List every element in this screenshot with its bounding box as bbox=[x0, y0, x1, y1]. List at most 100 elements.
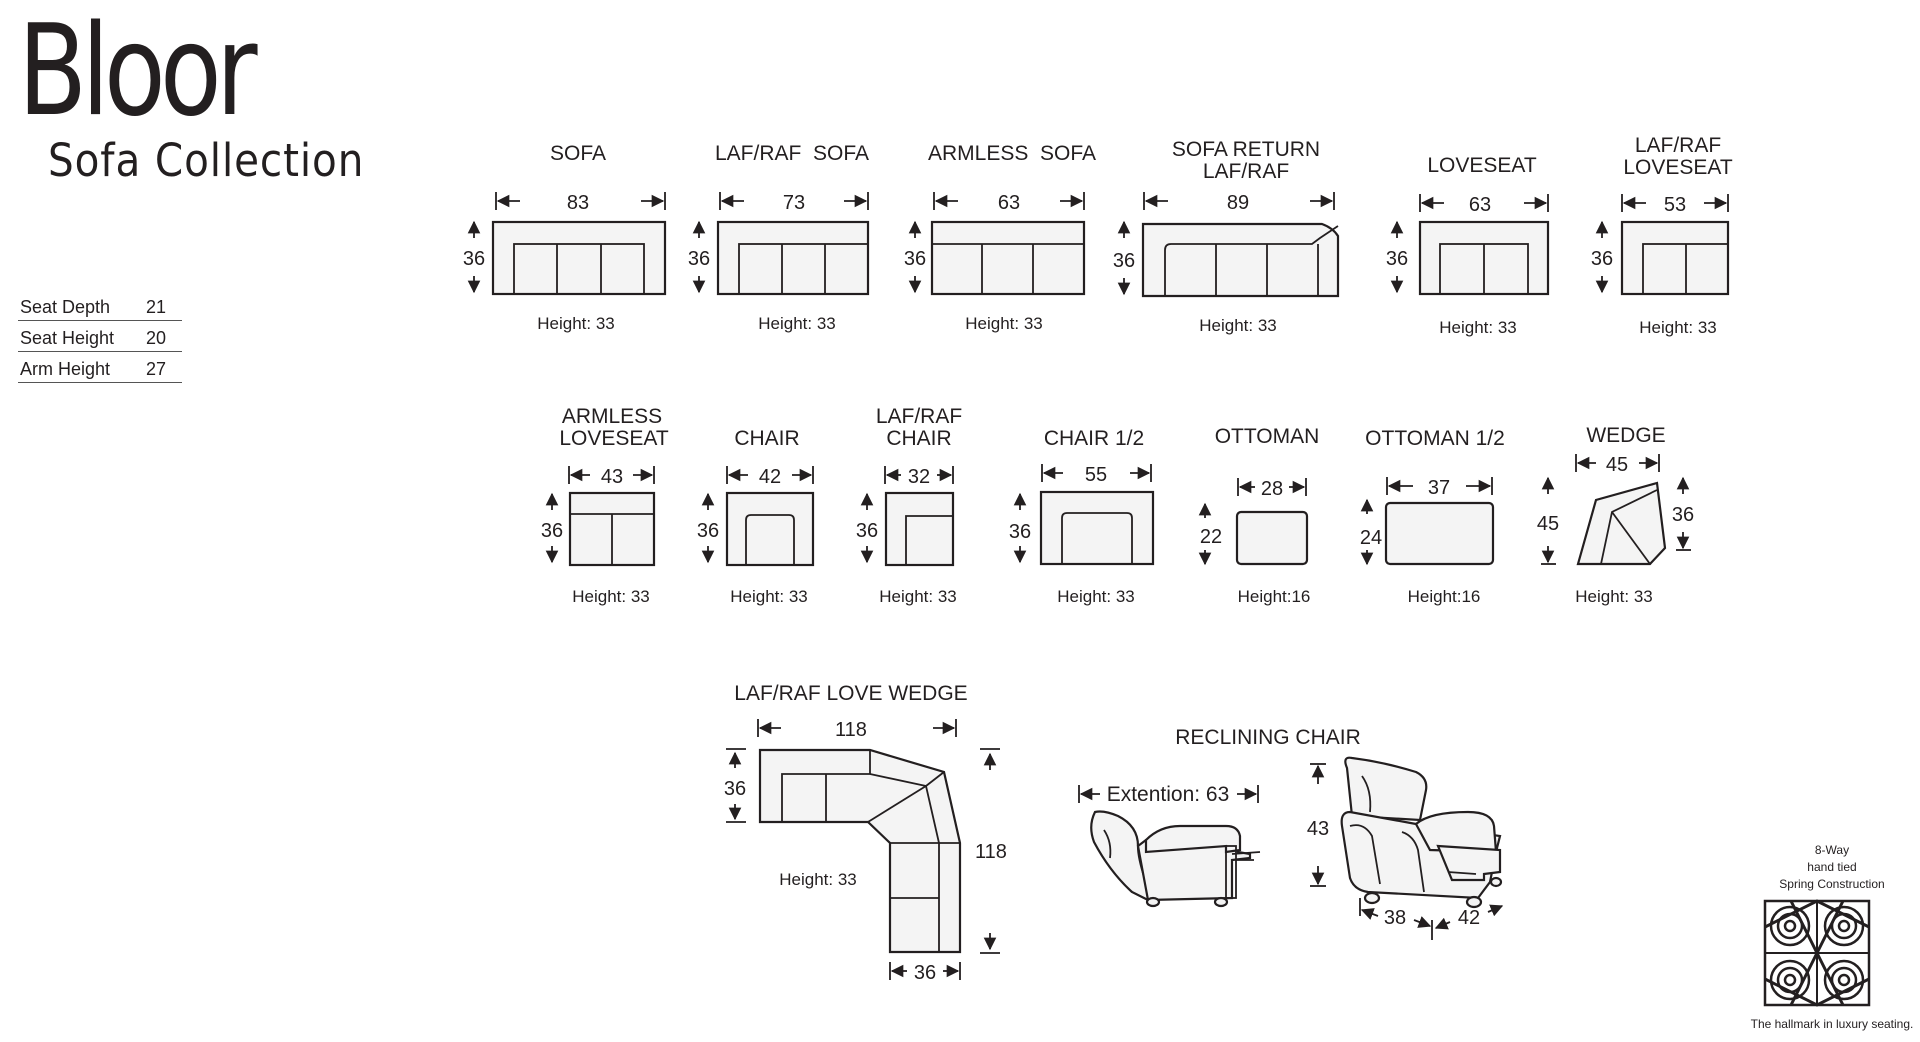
piece-name: OTTOMAN 1/2 bbox=[1365, 427, 1505, 450]
side-label: 118 bbox=[975, 841, 1007, 863]
width-label: 118 bbox=[835, 719, 867, 741]
depth-label: 36 bbox=[541, 520, 563, 542]
spec-label: Seat Depth bbox=[20, 297, 111, 317]
piece-name-line1: LAF/RAF bbox=[876, 405, 962, 428]
bottom-width-label: 36 bbox=[914, 962, 936, 984]
piece-name-line1: LAF/RAF bbox=[1635, 134, 1721, 157]
width-label: 55 bbox=[1085, 464, 1107, 486]
love-wedge-outline bbox=[758, 748, 962, 954]
brand-title: Bloor bbox=[18, 0, 258, 144]
depth-label: 36 bbox=[1009, 521, 1031, 543]
spring-diagram bbox=[1763, 899, 1871, 1007]
laf-raf-chair-outline bbox=[884, 491, 955, 567]
chair-half-outline bbox=[1039, 490, 1155, 566]
depth-label: 36 bbox=[1591, 248, 1613, 270]
depth-label: 24 bbox=[1360, 527, 1382, 549]
depth-label: 36 bbox=[1386, 248, 1408, 270]
width-label: 83 bbox=[567, 192, 589, 214]
width-label: 73 bbox=[783, 192, 805, 214]
height-label: Height: 33 bbox=[1057, 587, 1135, 606]
width-label: 45 bbox=[1606, 454, 1628, 476]
width-label: 28 bbox=[1261, 478, 1283, 500]
height-label: Height: 33 bbox=[965, 314, 1043, 333]
ottoman-half-outline bbox=[1384, 501, 1495, 566]
spec-value: 20 bbox=[146, 328, 167, 348]
spec-label: Seat Height bbox=[20, 328, 115, 348]
piece-name: SOFA bbox=[550, 142, 606, 165]
spec-table: Seat Depth 21 Seat Height 20 Arm Height … bbox=[18, 290, 182, 383]
piece-sofa: SOFA 83 36 Height: 33 bbox=[463, 142, 667, 333]
height-label: Height: 33 bbox=[879, 587, 957, 606]
laf-raf-sofa-outline bbox=[716, 220, 870, 296]
ottoman-outline bbox=[1235, 510, 1309, 566]
piece-laf-raf-sofa: LAF/RAF SOFA 73 36 Height: 33 bbox=[688, 142, 870, 333]
piece-armless-loveseat: ARMLESS LOVESEAT 43 36 Height: 33 bbox=[541, 405, 669, 606]
armless-sofa-outline bbox=[930, 220, 1086, 296]
sofa-return-outline bbox=[1141, 222, 1340, 298]
piece-name: WEDGE bbox=[1586, 424, 1665, 447]
piece-sofa-return: SOFA RETURN LAF/RAF 89 36 Height: 33 bbox=[1113, 138, 1340, 335]
piece-name: RECLINING CHAIR bbox=[1175, 726, 1361, 749]
sofa-outline bbox=[491, 220, 667, 296]
width-label: 42 bbox=[759, 466, 781, 488]
height-label: Height: 33 bbox=[730, 587, 808, 606]
height-label: Height: 33 bbox=[572, 587, 650, 606]
piece-name-line2: CHAIR bbox=[886, 427, 951, 450]
height-label: Height: 33 bbox=[1575, 587, 1653, 606]
height-label: Height:16 bbox=[1408, 587, 1481, 606]
height-label: Height: 33 bbox=[537, 314, 615, 333]
width-label: 89 bbox=[1227, 192, 1249, 214]
height-label: Height:16 bbox=[1238, 587, 1311, 606]
recliner-depth-b-label: 42 bbox=[1458, 907, 1480, 929]
chair-outline bbox=[725, 491, 815, 567]
spec-row-seat-height: Seat Height 20 bbox=[18, 321, 182, 352]
width-label: 53 bbox=[1664, 194, 1686, 216]
recliner-height-label: 43 bbox=[1307, 818, 1329, 840]
depth-label: 36 bbox=[688, 248, 710, 270]
piece-name-line2: LOVESEAT bbox=[1623, 156, 1732, 179]
spec-row-arm-height: Arm Height 27 bbox=[18, 352, 182, 383]
piece-armless-sofa: ARMLESS SOFA 63 36 Height: 33 bbox=[904, 142, 1096, 333]
recliner-front-view bbox=[1340, 756, 1503, 909]
badge-line3: Spring Construction bbox=[1779, 877, 1885, 891]
piece-loveseat: LOVESEAT 63 36 Height: 33 bbox=[1386, 154, 1550, 337]
width-label: 37 bbox=[1428, 477, 1450, 499]
height-label: Height: 33 bbox=[1439, 318, 1517, 337]
depth-label: 36 bbox=[697, 520, 719, 542]
badge-footer: The hallmark in luxury seating. bbox=[1750, 1017, 1914, 1031]
piece-name-line1: SOFA RETURN bbox=[1172, 138, 1320, 161]
piece-name: LOVESEAT bbox=[1427, 154, 1536, 177]
depth-label: 36 bbox=[904, 248, 926, 270]
piece-name: LAF/RAF SOFA bbox=[715, 142, 869, 165]
piece-name: CHAIR 1/2 bbox=[1044, 427, 1144, 450]
width-label: 43 bbox=[601, 466, 623, 488]
depth-left-label: 45 bbox=[1537, 513, 1559, 535]
piece-ottoman-half: OTTOMAN 1/2 37 24 Height:16 bbox=[1360, 427, 1505, 606]
piece-name: OTTOMAN bbox=[1215, 425, 1320, 448]
piece-laf-raf-loveseat: LAF/RAF LOVESEAT 53 36 Height: 33 bbox=[1591, 134, 1733, 337]
piece-name-line1: ARMLESS bbox=[562, 405, 662, 428]
badge-line1: 8-Way bbox=[1814, 843, 1850, 857]
depth-label: 22 bbox=[1200, 526, 1222, 548]
depth-label: 36 bbox=[463, 248, 485, 270]
recliner-depth-a-label: 38 bbox=[1384, 907, 1406, 929]
depth-right-label: 36 bbox=[1672, 504, 1694, 526]
piece-ottoman: OTTOMAN 28 22 Height:16 bbox=[1198, 425, 1320, 606]
recliner-side-view bbox=[1090, 810, 1261, 908]
depth-label: 36 bbox=[1113, 250, 1135, 272]
spring-badge: 8-Way hand tied Spring Construction The … bbox=[1742, 842, 1920, 1031]
spec-value: 21 bbox=[146, 297, 167, 317]
height-label: Height: 33 bbox=[758, 314, 836, 333]
laf-raf-loveseat-outline bbox=[1620, 220, 1730, 296]
brand-subtitle: Sofa Collection bbox=[48, 134, 365, 187]
piece-reclining-chair: RECLINING CHAIR Extention: 63 43 bbox=[1078, 726, 1504, 940]
spec-value: 27 bbox=[146, 359, 167, 379]
piece-chair-half: CHAIR 1/2 55 36 Height: 33 bbox=[1009, 427, 1155, 606]
piece-laf-raf-chair: LAF/RAF CHAIR 32 36 Height: 33 bbox=[856, 405, 962, 606]
piece-name-line2: LAF/RAF bbox=[1203, 160, 1289, 183]
height-label: Height: 33 bbox=[1639, 318, 1717, 337]
piece-name: CHAIR bbox=[734, 427, 799, 450]
piece-chair: CHAIR 42 36 Height: 33 bbox=[697, 427, 815, 606]
width-label: 63 bbox=[1469, 194, 1491, 216]
spec-label: Arm Height bbox=[20, 359, 111, 379]
